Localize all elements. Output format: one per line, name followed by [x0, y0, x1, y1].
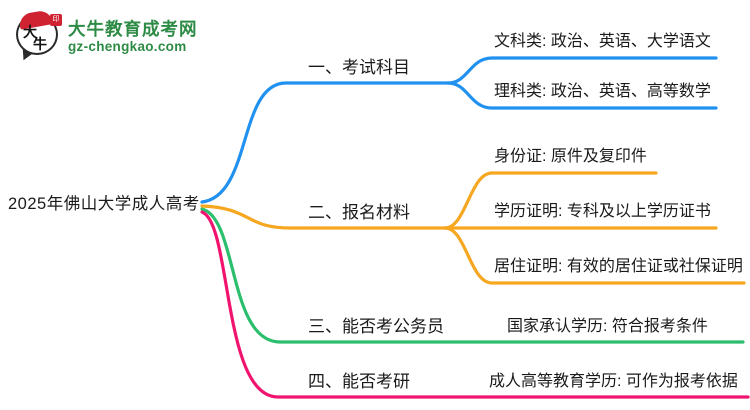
branch-1-child-1-underline: [446, 56, 718, 85]
branch-2-connector: [200, 204, 718, 230]
red-seal-icon: 印: [50, 14, 62, 26]
branch-1-child-1: 文科类: 政治、英语、大学语文: [494, 33, 711, 50]
branch-3-connector: [200, 207, 745, 344]
branch-4-child-1: 成人高等教育学历: 可作为报考依据: [489, 373, 738, 390]
site-url: gz-chengkao.com: [68, 39, 187, 54]
branch-2-child-1: 身份证: 原件及复印件: [494, 148, 647, 165]
branch-2-child-3: 居住证明: 有效的居住证或社保证明: [494, 258, 743, 275]
branch-1-connector: [200, 81, 450, 204]
branch-1-label: 一、考试科目: [308, 58, 410, 77]
branch-1-child-2: 理科类: 政治、英语、高等数学: [494, 83, 711, 100]
branch-2-child-2: 学历证明: 专科及以上学历证书: [494, 203, 711, 220]
branch-4-connector: [200, 210, 750, 399]
branch-2-child-1-underline: [443, 171, 658, 230]
branch-2-label: 二、报名材料: [308, 203, 410, 222]
root-node: 2025年佛山大学成人高考: [8, 195, 200, 213]
branch-3-child-1: 国家承认学历: 符合报考条件: [507, 318, 708, 335]
logo-char-bottom: 牛: [33, 37, 47, 53]
bull-speech-bubble-icon: 大 牛 印: [14, 9, 62, 63]
logo-char-top: 大: [23, 25, 37, 41]
branch-4-label: 四、能否考研: [308, 372, 410, 391]
site-name: 大牛教育成考网: [68, 19, 198, 39]
branch-2-child-3-underline: [443, 226, 746, 285]
branch-3-label: 三、能否考公务员: [308, 317, 444, 336]
site-logo: 大 牛 印 大牛教育成考网 gz-chengkao.com: [14, 9, 254, 63]
branch-1-child-2-underline: [446, 81, 718, 110]
